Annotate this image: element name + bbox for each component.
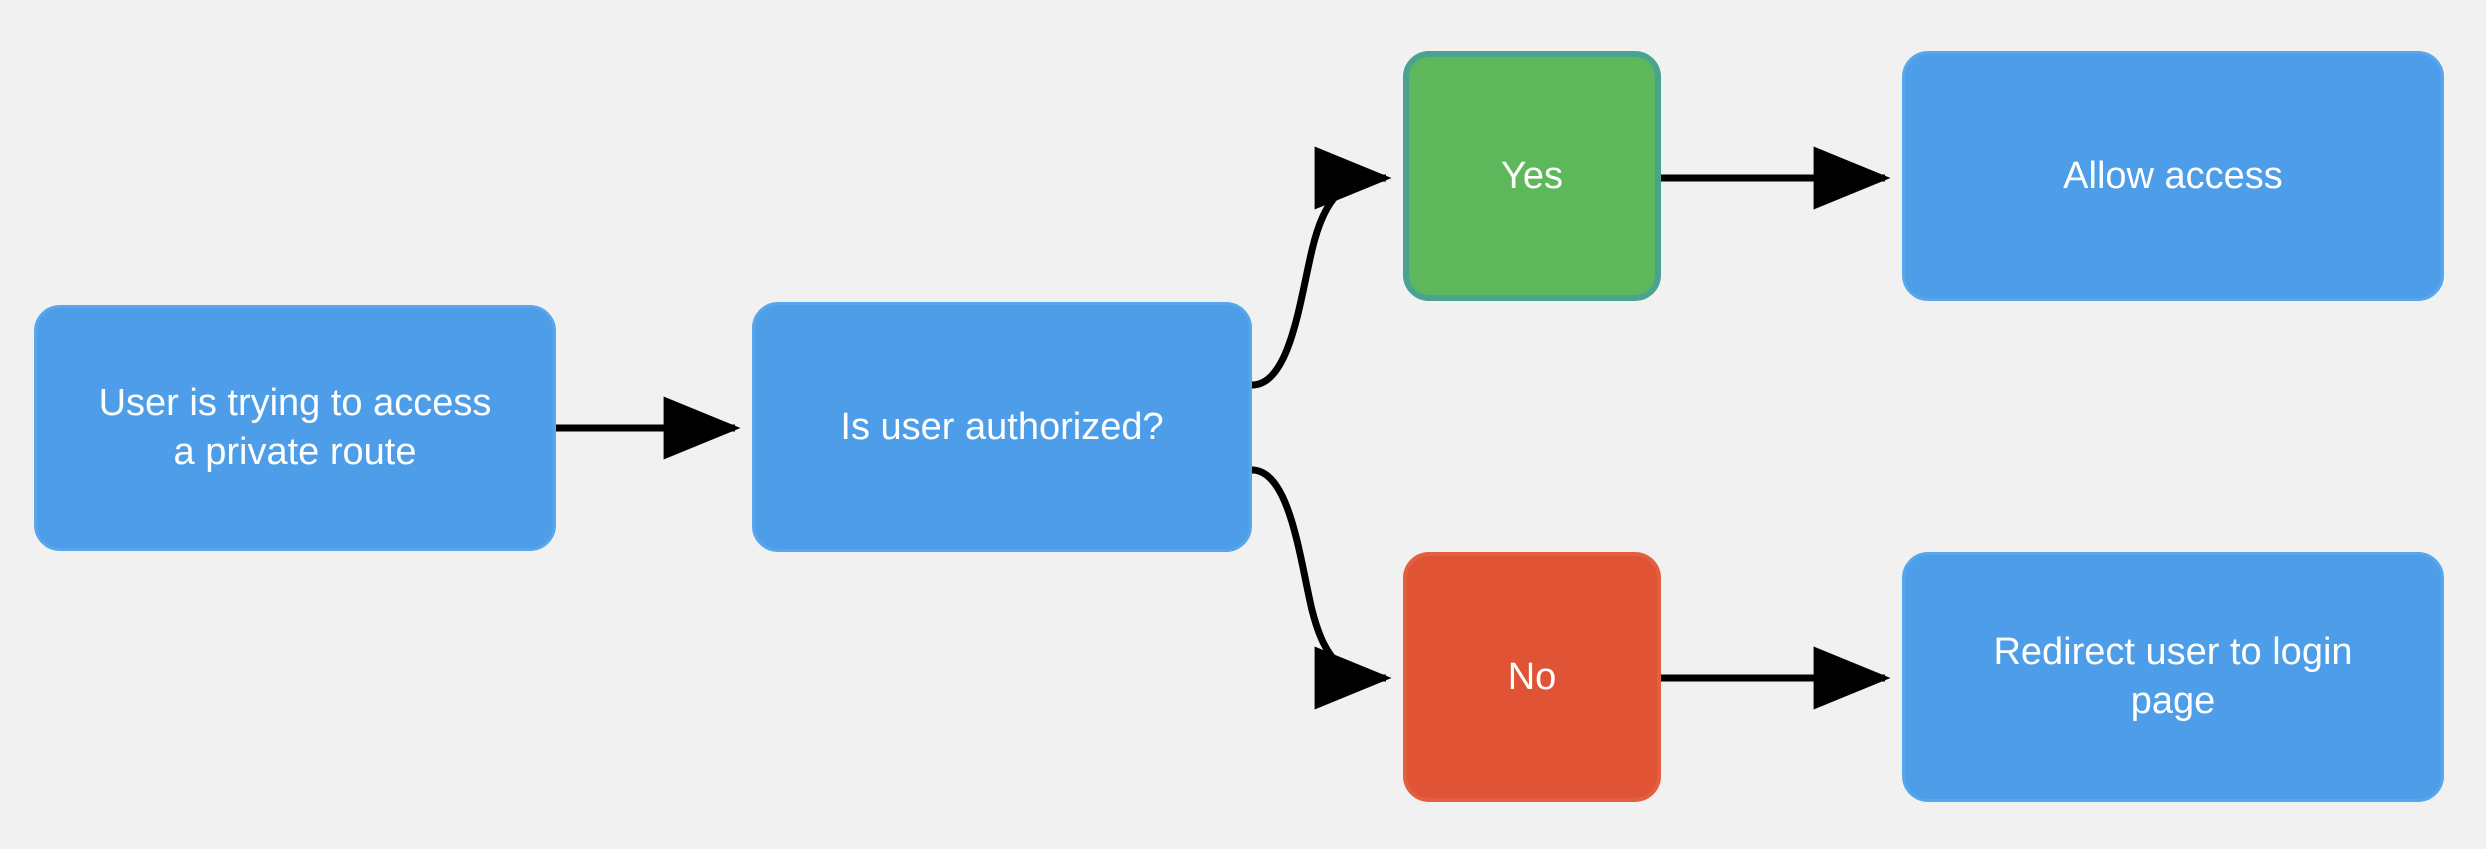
node-yes-label: Yes [1501,154,1563,197]
edge-decision-to-yes [1251,146,1392,389]
node-decision-label: Is user authorized? [840,405,1164,448]
node-yes[interactable]: Yes [1403,51,1661,301]
node-allow-access[interactable]: Allow access [1902,51,2444,301]
node-start-label: User is trying to access a private route [98,382,492,473]
node-redirect-login-label: Redirect user to login page [1993,631,2353,722]
node-no-label: No [1507,655,1557,698]
node-start[interactable]: User is trying to access a private route [34,305,556,551]
node-redirect-login[interactable]: Redirect user to login page [1902,552,2444,802]
node-no[interactable]: No [1403,552,1661,802]
node-allow-access-label: Allow access [2063,154,2283,197]
node-decision[interactable]: Is user authorized? [752,302,1252,552]
edge-decision-to-no [1251,466,1392,710]
